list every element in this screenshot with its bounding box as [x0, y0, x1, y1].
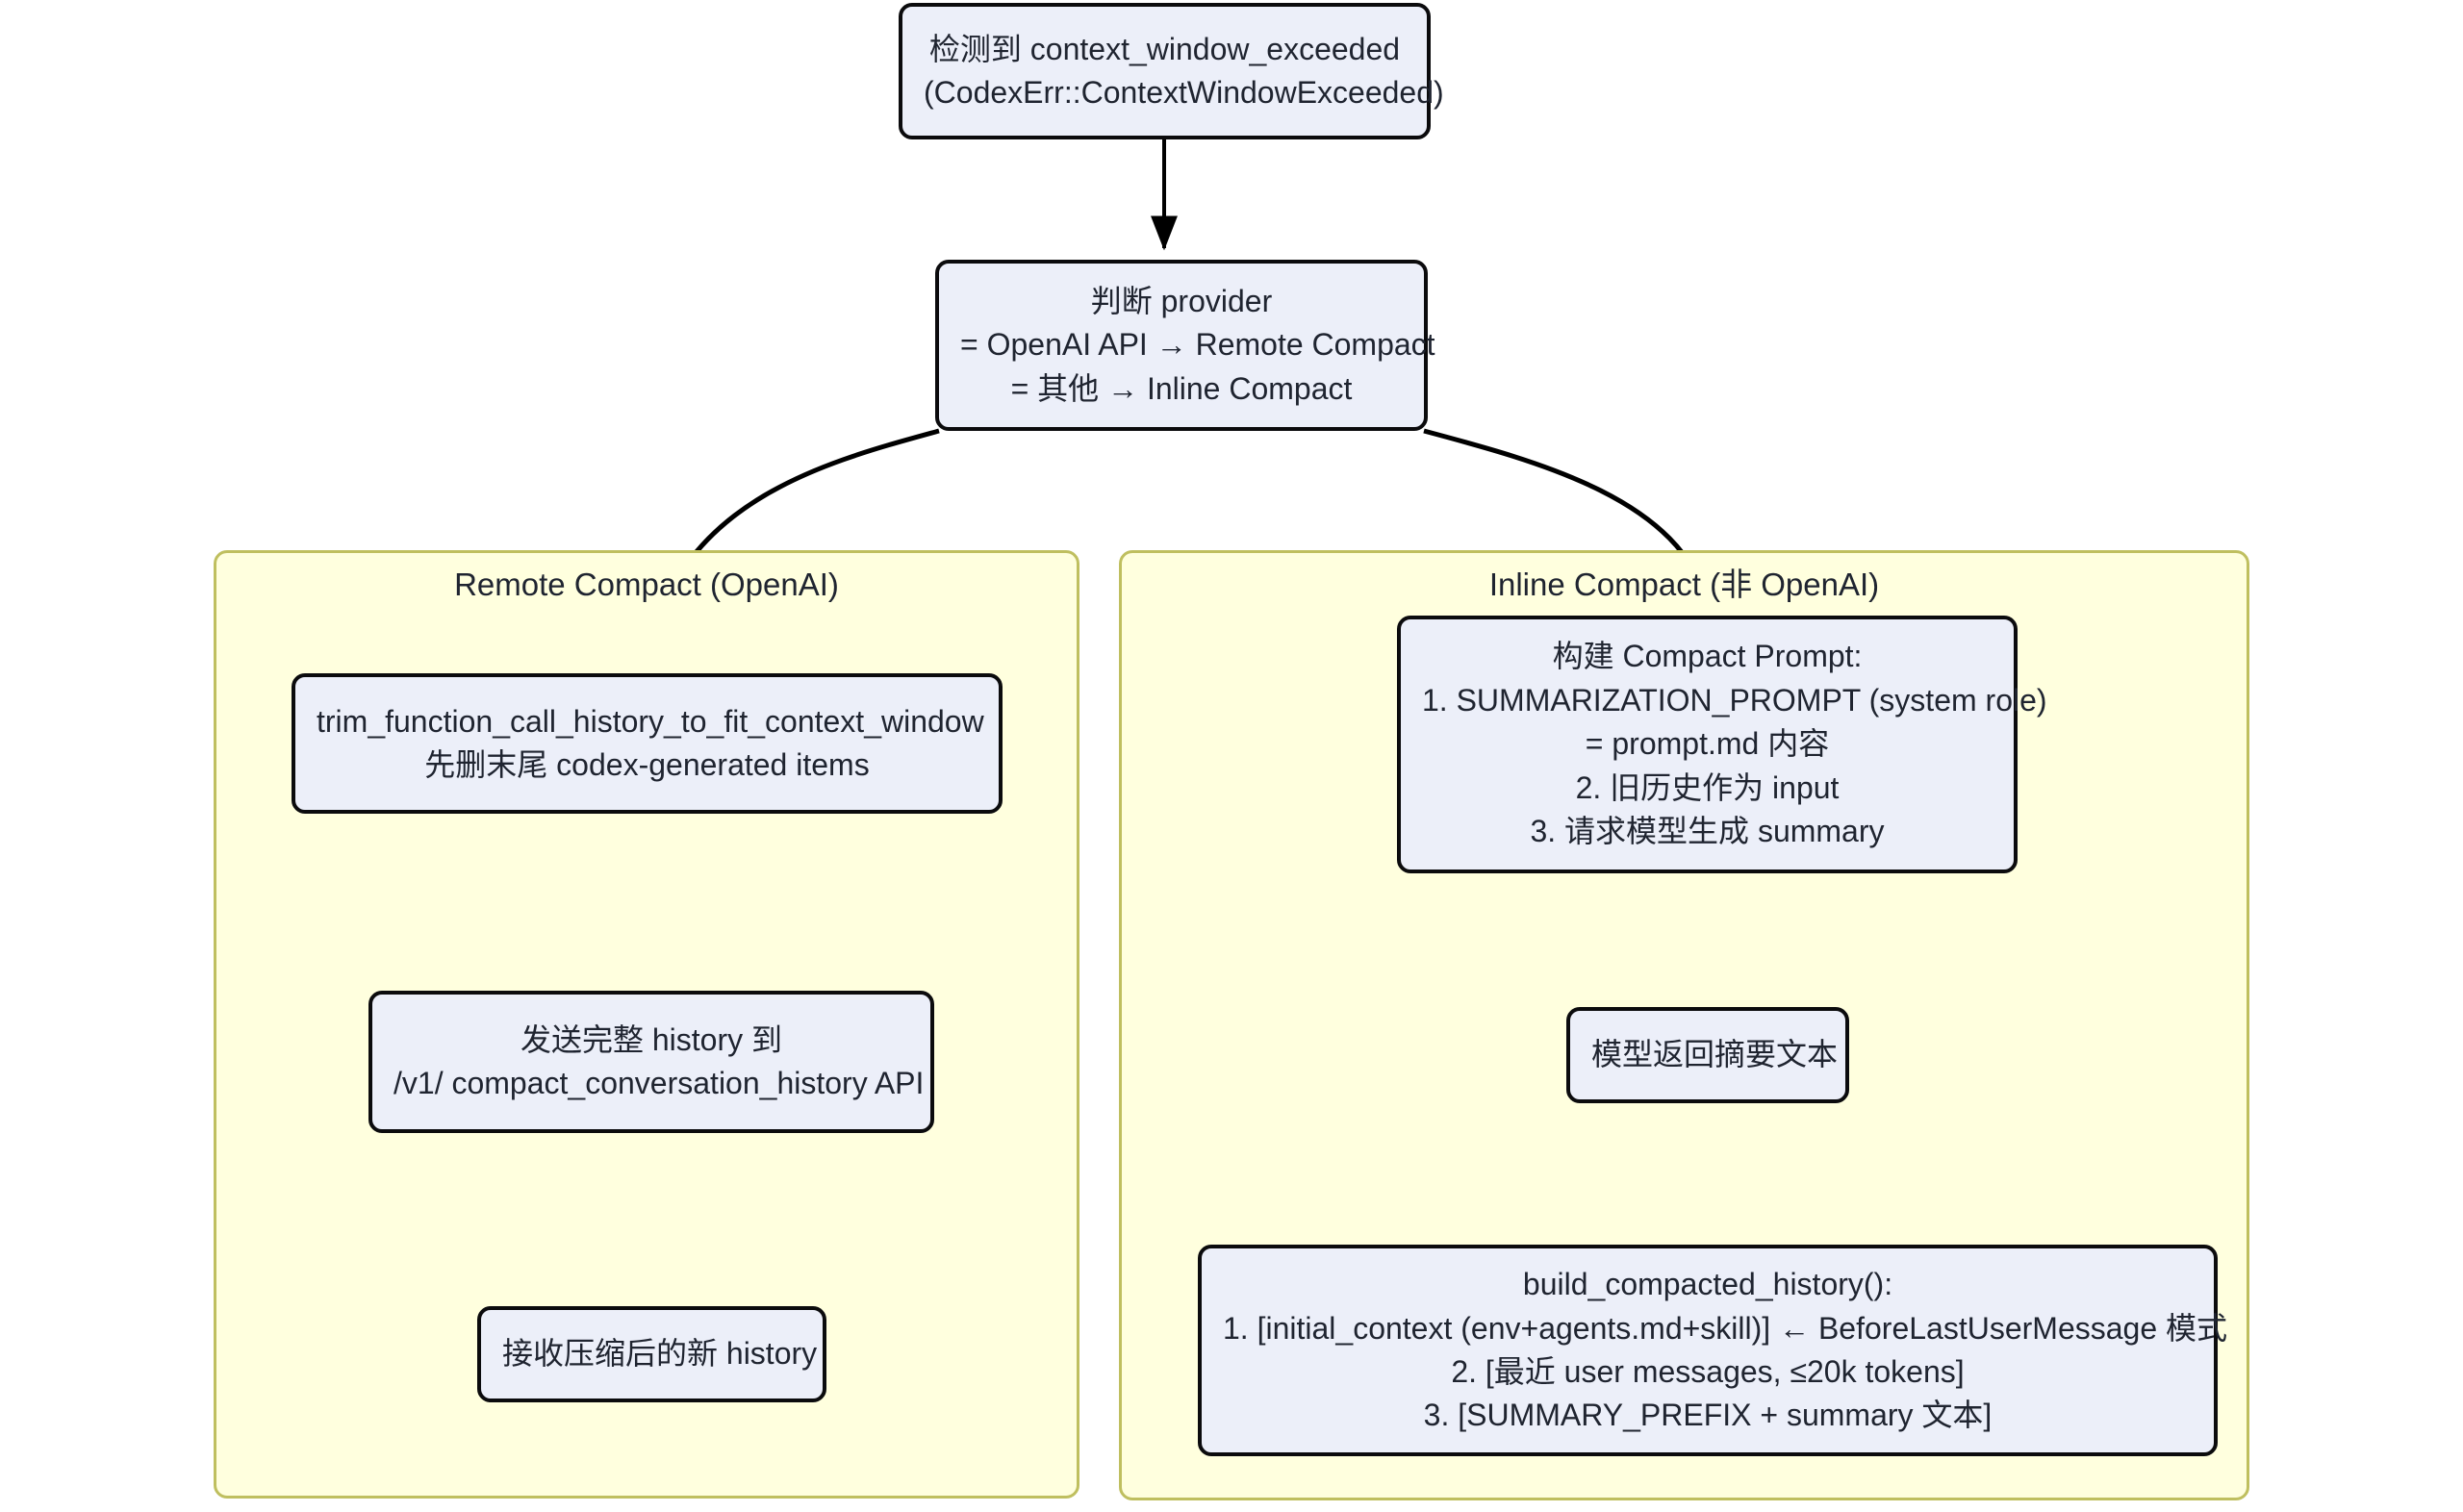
node-build-compacted-history[interactable]: build_compacted_history(): 1. [initial_c…	[1198, 1245, 2228, 1456]
node-trim-line-2: 先删末尾 codex-generated items	[424, 747, 870, 782]
node-build-prompt-line-3: = prompt.md 内容	[1585, 726, 1830, 762]
node-build-compact-prompt[interactable]: 构建 Compact Prompt: 1. SUMMARIZATION_PROM…	[1397, 616, 2047, 873]
node-build-history-line-2: 1. [initial_context (env+agents.md+skill…	[1223, 1310, 2228, 1346]
node-decide-provider[interactable]: 判断 provider = OpenAI API → Remote Compac…	[935, 260, 1435, 431]
subgraph-remote-compact-title: Remote Compact (OpenAI)	[454, 567, 839, 602]
node-build-prompt-line-5: 3. 请求模型生成 summary	[1530, 814, 1885, 849]
node-detect-line-2: (CodexErr::ContextWindowExceeded)	[924, 75, 1444, 110]
node-build-prompt-line-2: 1. SUMMARIZATION_PROMPT (system role)	[1422, 682, 2047, 718]
node-model-summary-line-1: 模型返回摘要文本	[1591, 1037, 1839, 1072]
node-send-api-line-1: 发送完整 history 到	[520, 1021, 783, 1057]
node-build-history-line-3: 2. [最近 user messages, ≤20k tokens]	[1451, 1354, 1965, 1389]
node-receive-line-1: 接收压缩后的新 history	[502, 1336, 818, 1372]
node-trim-line-1: trim_function_call_history_to_fit_contex…	[317, 703, 984, 739]
node-receive-compacted-history[interactable]: 接收压缩后的新 history	[477, 1306, 826, 1402]
node-decide-line-3: = 其他 → Inline Compact	[1010, 370, 1353, 406]
node-build-prompt-line-1: 构建 Compact Prompt:	[1552, 639, 1863, 674]
node-build-prompt-line-4: 2. 旧历史作为 input	[1575, 769, 1840, 805]
node-send-api-line-2: /v1/ compact_conversation_history API	[394, 1066, 925, 1100]
subgraph-inline-compact-title: Inline Compact (非 OpenAI)	[1488, 567, 1880, 602]
node-detect-context-window-exceeded[interactable]: 检测到 context_window_exceeded (CodexErr::C…	[899, 3, 1444, 139]
node-send-history-to-api[interactable]: 发送完整 history 到 /v1/ compact_conversation…	[368, 991, 934, 1133]
node-model-returns-summary[interactable]: 模型返回摘要文本	[1566, 1007, 1849, 1103]
node-decide-line-1: 判断 provider	[1090, 283, 1273, 318]
node-decide-line-2: = OpenAI API → Remote Compact	[960, 327, 1435, 363]
node-trim-function-call-history[interactable]: trim_function_call_history_to_fit_contex…	[292, 673, 1003, 814]
node-build-history-line-1: build_compacted_history():	[1522, 1267, 1893, 1302]
node-build-history-line-4: 3. [SUMMARY_PREFIX + summary 文本]	[1423, 1398, 1993, 1433]
node-detect-line-1: 检测到 context_window_exceeded	[928, 31, 1401, 66]
